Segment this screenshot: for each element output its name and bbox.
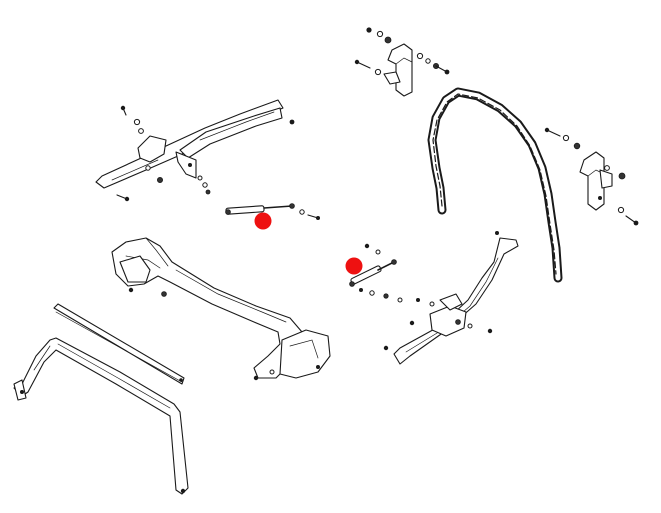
right-hinge-bracket bbox=[579, 151, 613, 211]
fasteners-lower-left bbox=[20, 378, 186, 494]
marker-dot-right bbox=[345, 257, 363, 275]
window-seal bbox=[427, 87, 563, 283]
lower-left-frame bbox=[13, 303, 189, 495]
top-hinge-bracket bbox=[383, 43, 413, 97]
upper-left-hinge-rail bbox=[95, 99, 284, 189]
fasteners-lower-right bbox=[359, 231, 499, 351]
marker-dot-left bbox=[254, 212, 272, 230]
fasteners-right-hinge bbox=[544, 127, 639, 226]
lower-right-hinge-rail bbox=[393, 237, 519, 365]
fasteners-upper-left bbox=[116, 105, 295, 202]
fasteners-center bbox=[128, 287, 320, 381]
fasteners-top-hinge bbox=[354, 27, 450, 76]
gas-strut-right[interactable] bbox=[349, 243, 397, 287]
gas-strut-left[interactable] bbox=[225, 203, 320, 220]
